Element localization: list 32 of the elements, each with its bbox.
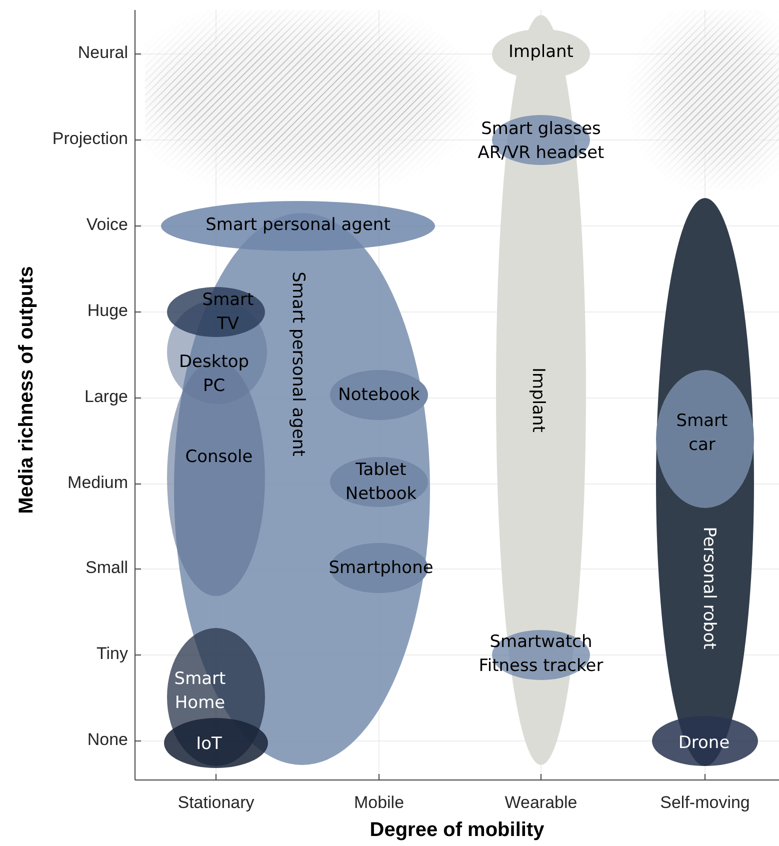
axis-title: Degree of mobility [370,819,544,842]
ellipse-region [167,287,265,337]
axis-tick-label: Projection [52,129,128,149]
axis-tick-label: None [87,730,128,750]
node-label: Drone [678,732,730,755]
node-label: Console [185,446,253,469]
axis-tick-label: Wearable [504,793,578,813]
node-label: Tablet Netbook [344,459,418,506]
ellipse-region [330,457,428,507]
axis-tick-label: Medium [68,473,128,493]
node-label: Implant [508,41,574,64]
axis-tick-label: Small [85,558,128,578]
node-label: IoT [196,733,222,756]
axis-tick-label: Stationary [178,793,254,813]
axis-tick-label: Neural [78,43,128,63]
node-label: Smart car [675,410,729,457]
axis-title: Media richness of outputs [16,266,38,514]
axis-tick-label: Mobile [354,793,404,813]
node-label: Personal robot [698,526,720,650]
node-label: Notebook [338,384,420,407]
node-label: Implant [527,368,549,432]
node-label: Smart TV [201,289,255,336]
axis-tick-label: Large [84,387,128,407]
node-label: Smart Home [173,668,227,715]
node-label: Smart personal agent [287,272,309,456]
axis-tick-label: Self-moving [660,793,750,813]
axis-tick-label: Voice [86,215,128,235]
ellipse-region [330,370,428,420]
axis-tick-label: Huge [87,301,128,321]
node-label: Desktop PC [178,351,250,398]
node-label: Smart personal agent [206,214,390,237]
axis-tick-label: Tiny [96,644,128,664]
